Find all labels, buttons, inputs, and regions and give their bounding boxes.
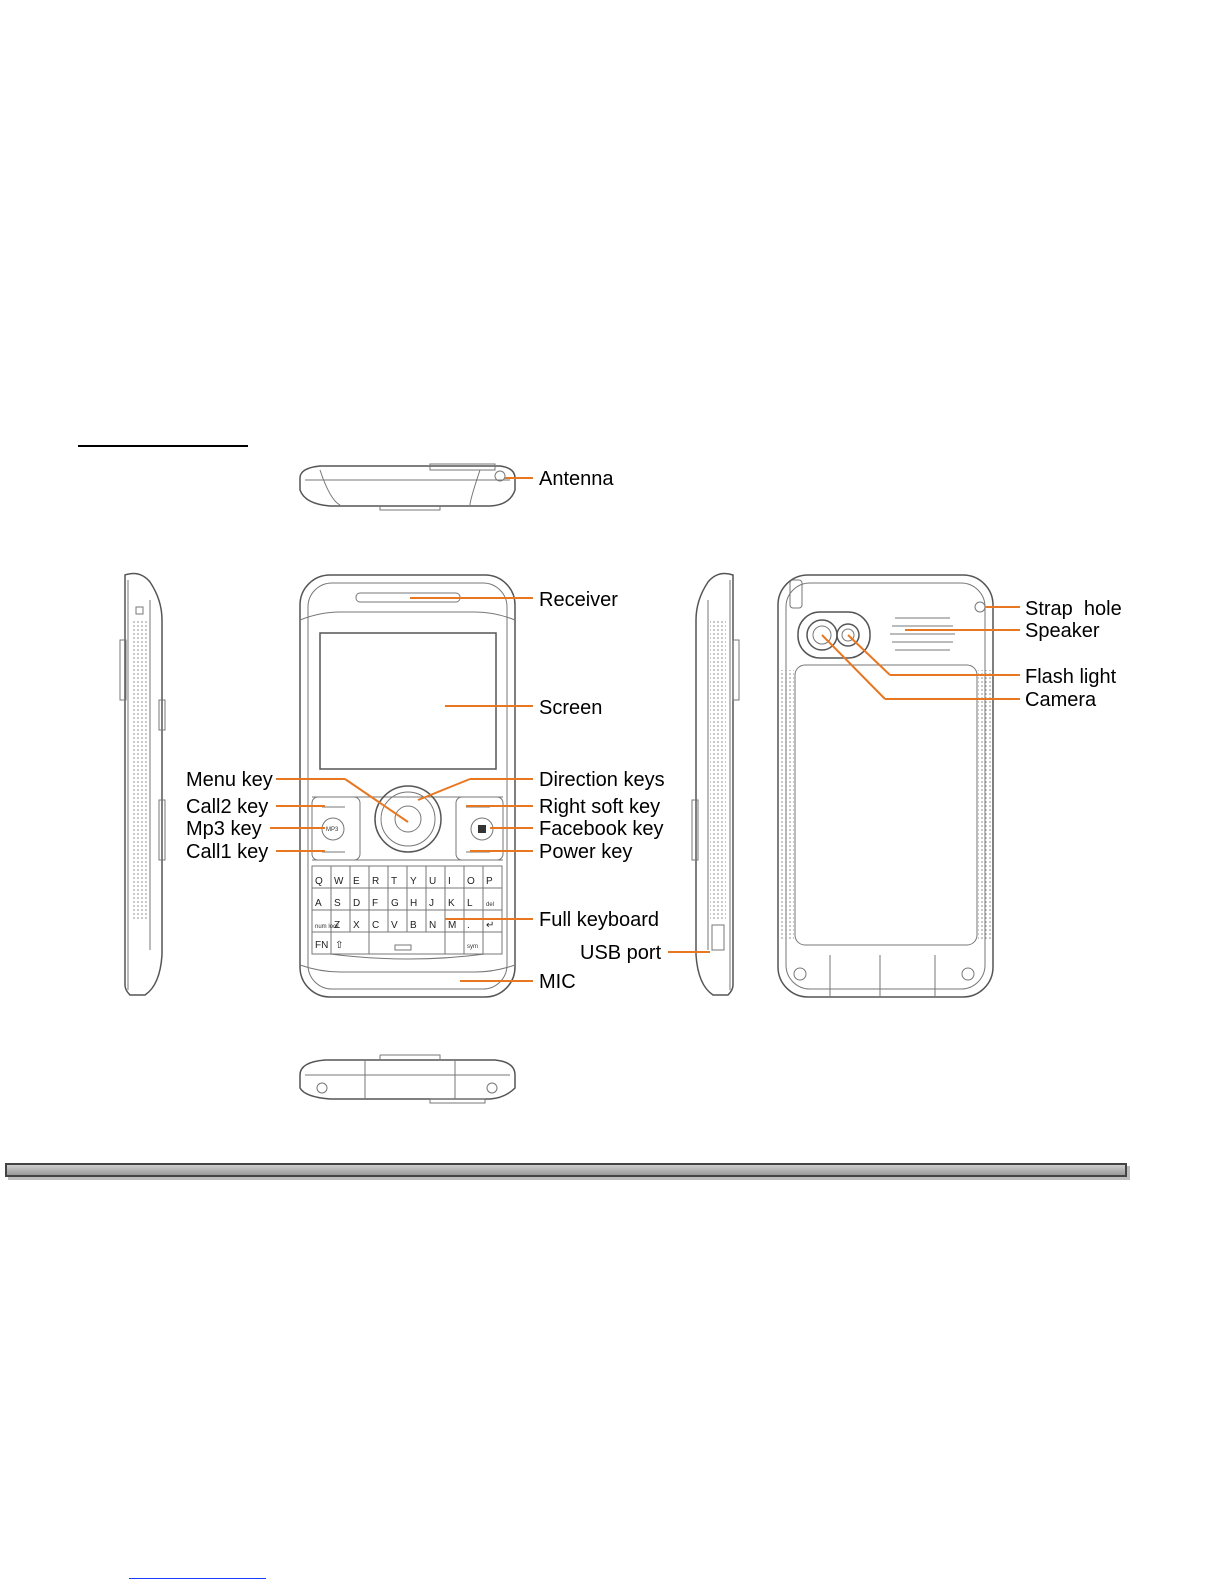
key-3-2: sym [467,944,478,950]
key-0-1: W [334,876,344,887]
label-camera: Camera [1025,689,1097,711]
leader-lines [270,478,1020,981]
label-right-soft-key: Right soft key [539,796,660,818]
label-antenna: Antenna [539,468,614,490]
speaker-grill [890,618,955,650]
key-2-1: Z [334,920,340,931]
key-3-1: ⇧ [335,940,343,951]
key-1-4: G [391,898,399,909]
key-1-9: del [486,902,494,908]
key-3-0: FN [315,940,328,951]
key-2-4: V [391,920,398,931]
key-2-7: M [448,920,456,931]
key-1-0: A [315,898,322,909]
label-speaker: Speaker [1025,620,1100,642]
key-0-6: U [429,876,436,887]
key-1-7: K [448,898,455,909]
key-0-5: Y [410,876,417,887]
key-1-3: F [372,898,378,909]
label-menu-key: Menu key [186,769,273,791]
key-0-8: O [467,876,475,887]
key-2-6: N [429,920,436,931]
key-2-9: ↵ [486,920,494,931]
key-2-8: . [467,920,470,931]
key-2-3: C [372,920,379,931]
label-call2-key: Call2 key [186,796,268,818]
key-1-2: D [353,898,360,909]
phone-right-side-view [692,574,739,995]
key-0-9: P [486,876,493,887]
key-1-1: S [334,898,341,909]
key-1-6: J [429,898,434,909]
page-link-underline [129,1578,266,1579]
key-0-3: R [372,876,379,887]
key-2-2: X [353,920,360,931]
phone-left-side-view [120,574,165,995]
key-0-2: E [353,876,360,887]
key-0-0: Q [315,876,323,887]
key-1-8: L [467,898,473,909]
section-divider-bar [5,1163,1127,1177]
label-strap-hole: Strap hole [1025,598,1122,620]
label-mp3-key: Mp3 key [186,818,262,840]
phone-back-view [778,575,993,997]
key-1-5: H [410,898,417,909]
phone-top-view [300,464,515,510]
label-power-key: Power key [539,841,632,863]
key-2-5: B [410,920,417,931]
mp3-key-badge: MP3 [326,827,339,833]
label-facebook-key: Facebook key [539,818,664,840]
label-usb-port: USB port [580,942,662,964]
label-screen: Screen [539,697,602,719]
label-full-keyboard: Full keyboard [539,909,659,931]
key-0-4: T [391,876,397,887]
label-direction-keys: Direction keys [539,769,665,791]
label-mic: MIC [539,971,576,993]
phone-bottom-view [300,1055,515,1103]
label-call1-key: Call1 key [186,841,268,863]
label-flash-light: Flash light [1025,666,1117,688]
key-0-7: I [448,876,451,887]
label-receiver: Receiver [539,589,618,611]
